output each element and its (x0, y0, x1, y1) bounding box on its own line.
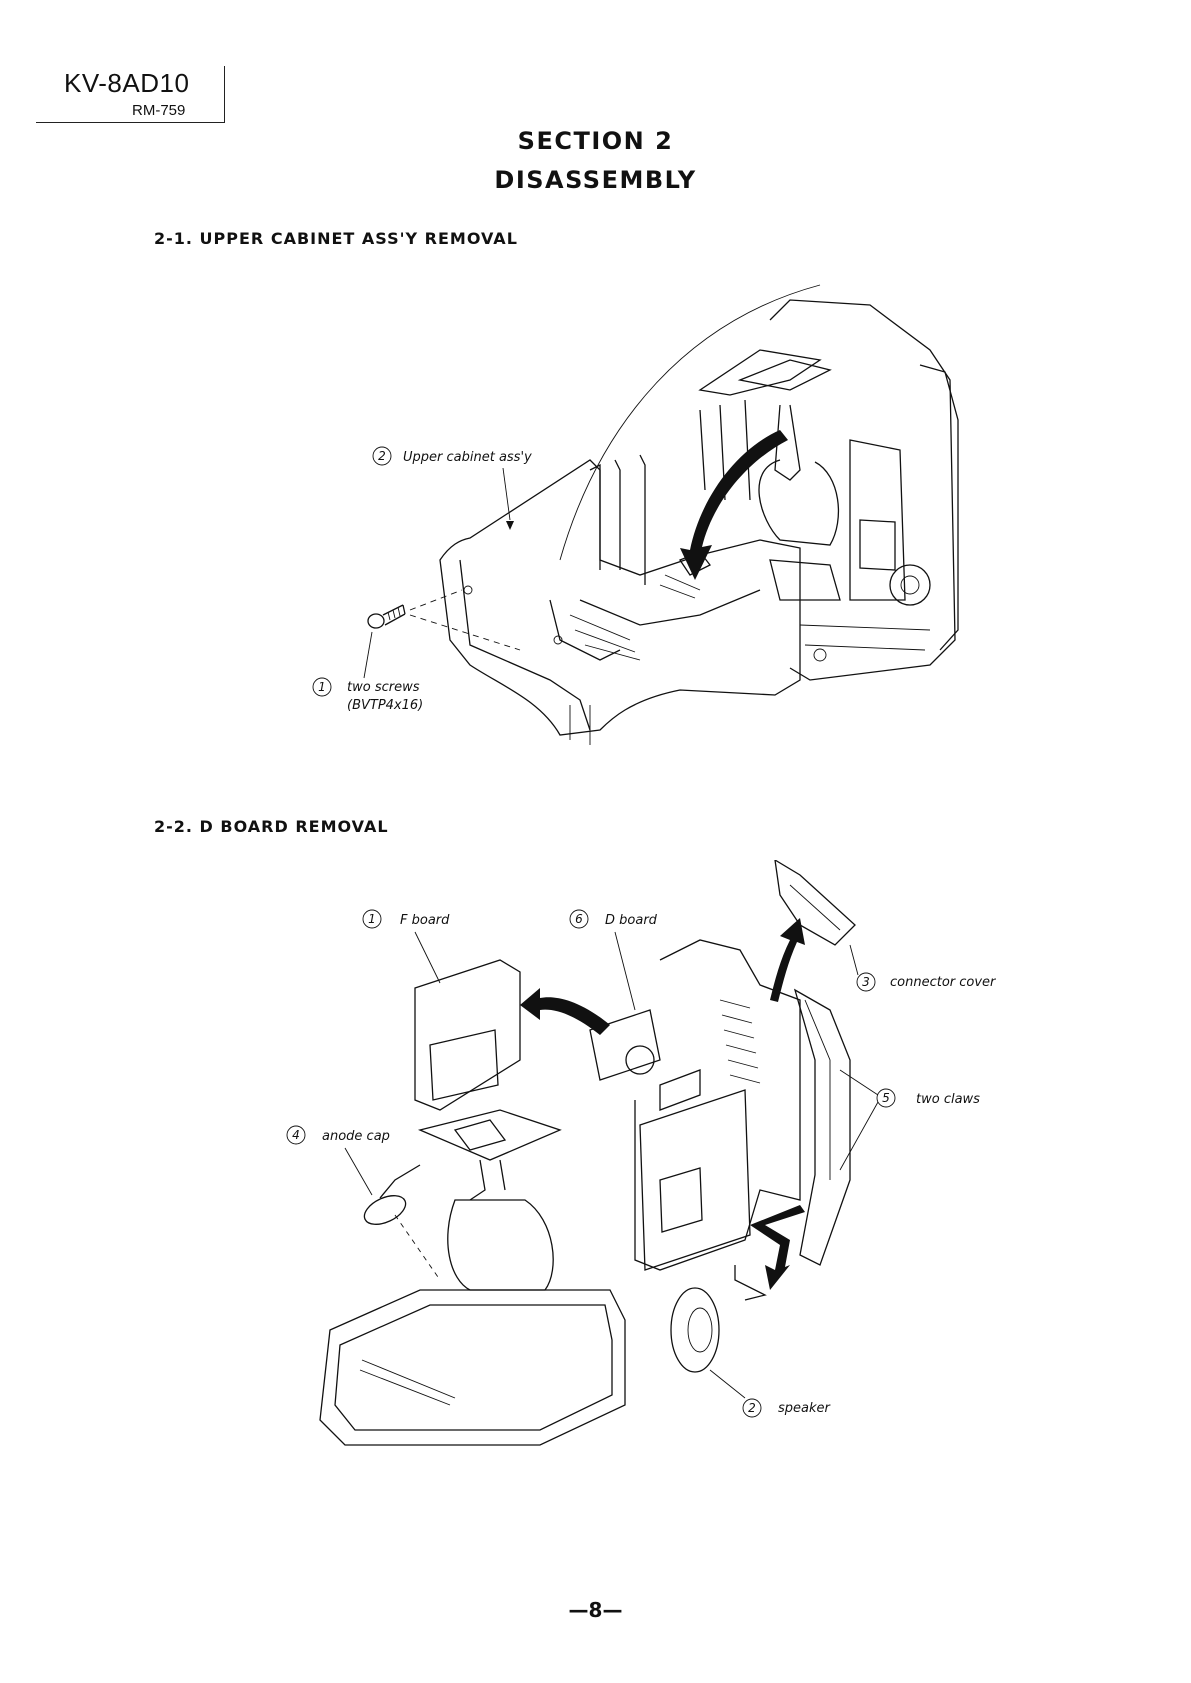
screw-icon (368, 605, 405, 628)
callout-screw-spec: (BVTP4x16) (347, 698, 423, 713)
svg-text:3: 3 (862, 975, 870, 989)
page-number: —8— (0, 1598, 1191, 1622)
anode-cap-illustration (360, 1165, 440, 1280)
callout-d-board: D board (605, 913, 658, 928)
svg-text:5: 5 (882, 1091, 890, 1105)
model-number: KV-8AD10 (64, 68, 189, 99)
callout-speaker: speaker (778, 1401, 832, 1416)
callout-connector-cover: connector cover (890, 975, 997, 990)
chassis-illustration (700, 300, 958, 680)
section-number: SECTION 2 (0, 127, 1191, 155)
procedure-heading-2-2: 2-2. D BOARD REMOVAL (154, 817, 389, 836)
figure-d-board-removal: 1 F board 6 D board 3 connector cover 5 … (0, 860, 1191, 1460)
f-board-arrow (520, 988, 610, 1035)
callout-two-claws: two claws (916, 1092, 980, 1107)
claws-panel-illustration (795, 990, 850, 1265)
speaker-arrow (750, 1205, 805, 1290)
svg-text:1: 1 (318, 680, 326, 694)
callout-upper-cabinet: Upper cabinet ass'y (403, 450, 532, 465)
speaker-illustration (671, 1265, 765, 1372)
remove-direction-arrow (680, 430, 788, 580)
svg-text:2: 2 (378, 449, 386, 463)
svg-text:6: 6 (575, 912, 583, 926)
callout-f-board: F board (400, 913, 450, 928)
figure-upper-cabinet-removal: 2 Upper cabinet ass'y 1 two screws (BVTP… (0, 260, 1191, 780)
callout-two-screws: two screws (347, 680, 420, 695)
svg-text:4: 4 (292, 1128, 300, 1142)
callout-anode-cap: anode cap (322, 1129, 390, 1144)
section-title: DISASSEMBLY (0, 166, 1191, 194)
procedure-heading-2-1: 2-1. UPPER CABINET ASS'Y REMOVAL (154, 229, 518, 248)
svg-text:1: 1 (368, 912, 376, 926)
connector-cover-arrow (770, 918, 805, 1002)
upper-cabinet-illustration (440, 455, 800, 745)
svg-text:2: 2 (748, 1401, 756, 1415)
crt-illustration (320, 1160, 625, 1445)
remote-model-number: RM-759 (132, 102, 185, 119)
model-header-box: KV-8AD10 RM-759 (36, 66, 225, 123)
lift-arc (560, 285, 820, 560)
